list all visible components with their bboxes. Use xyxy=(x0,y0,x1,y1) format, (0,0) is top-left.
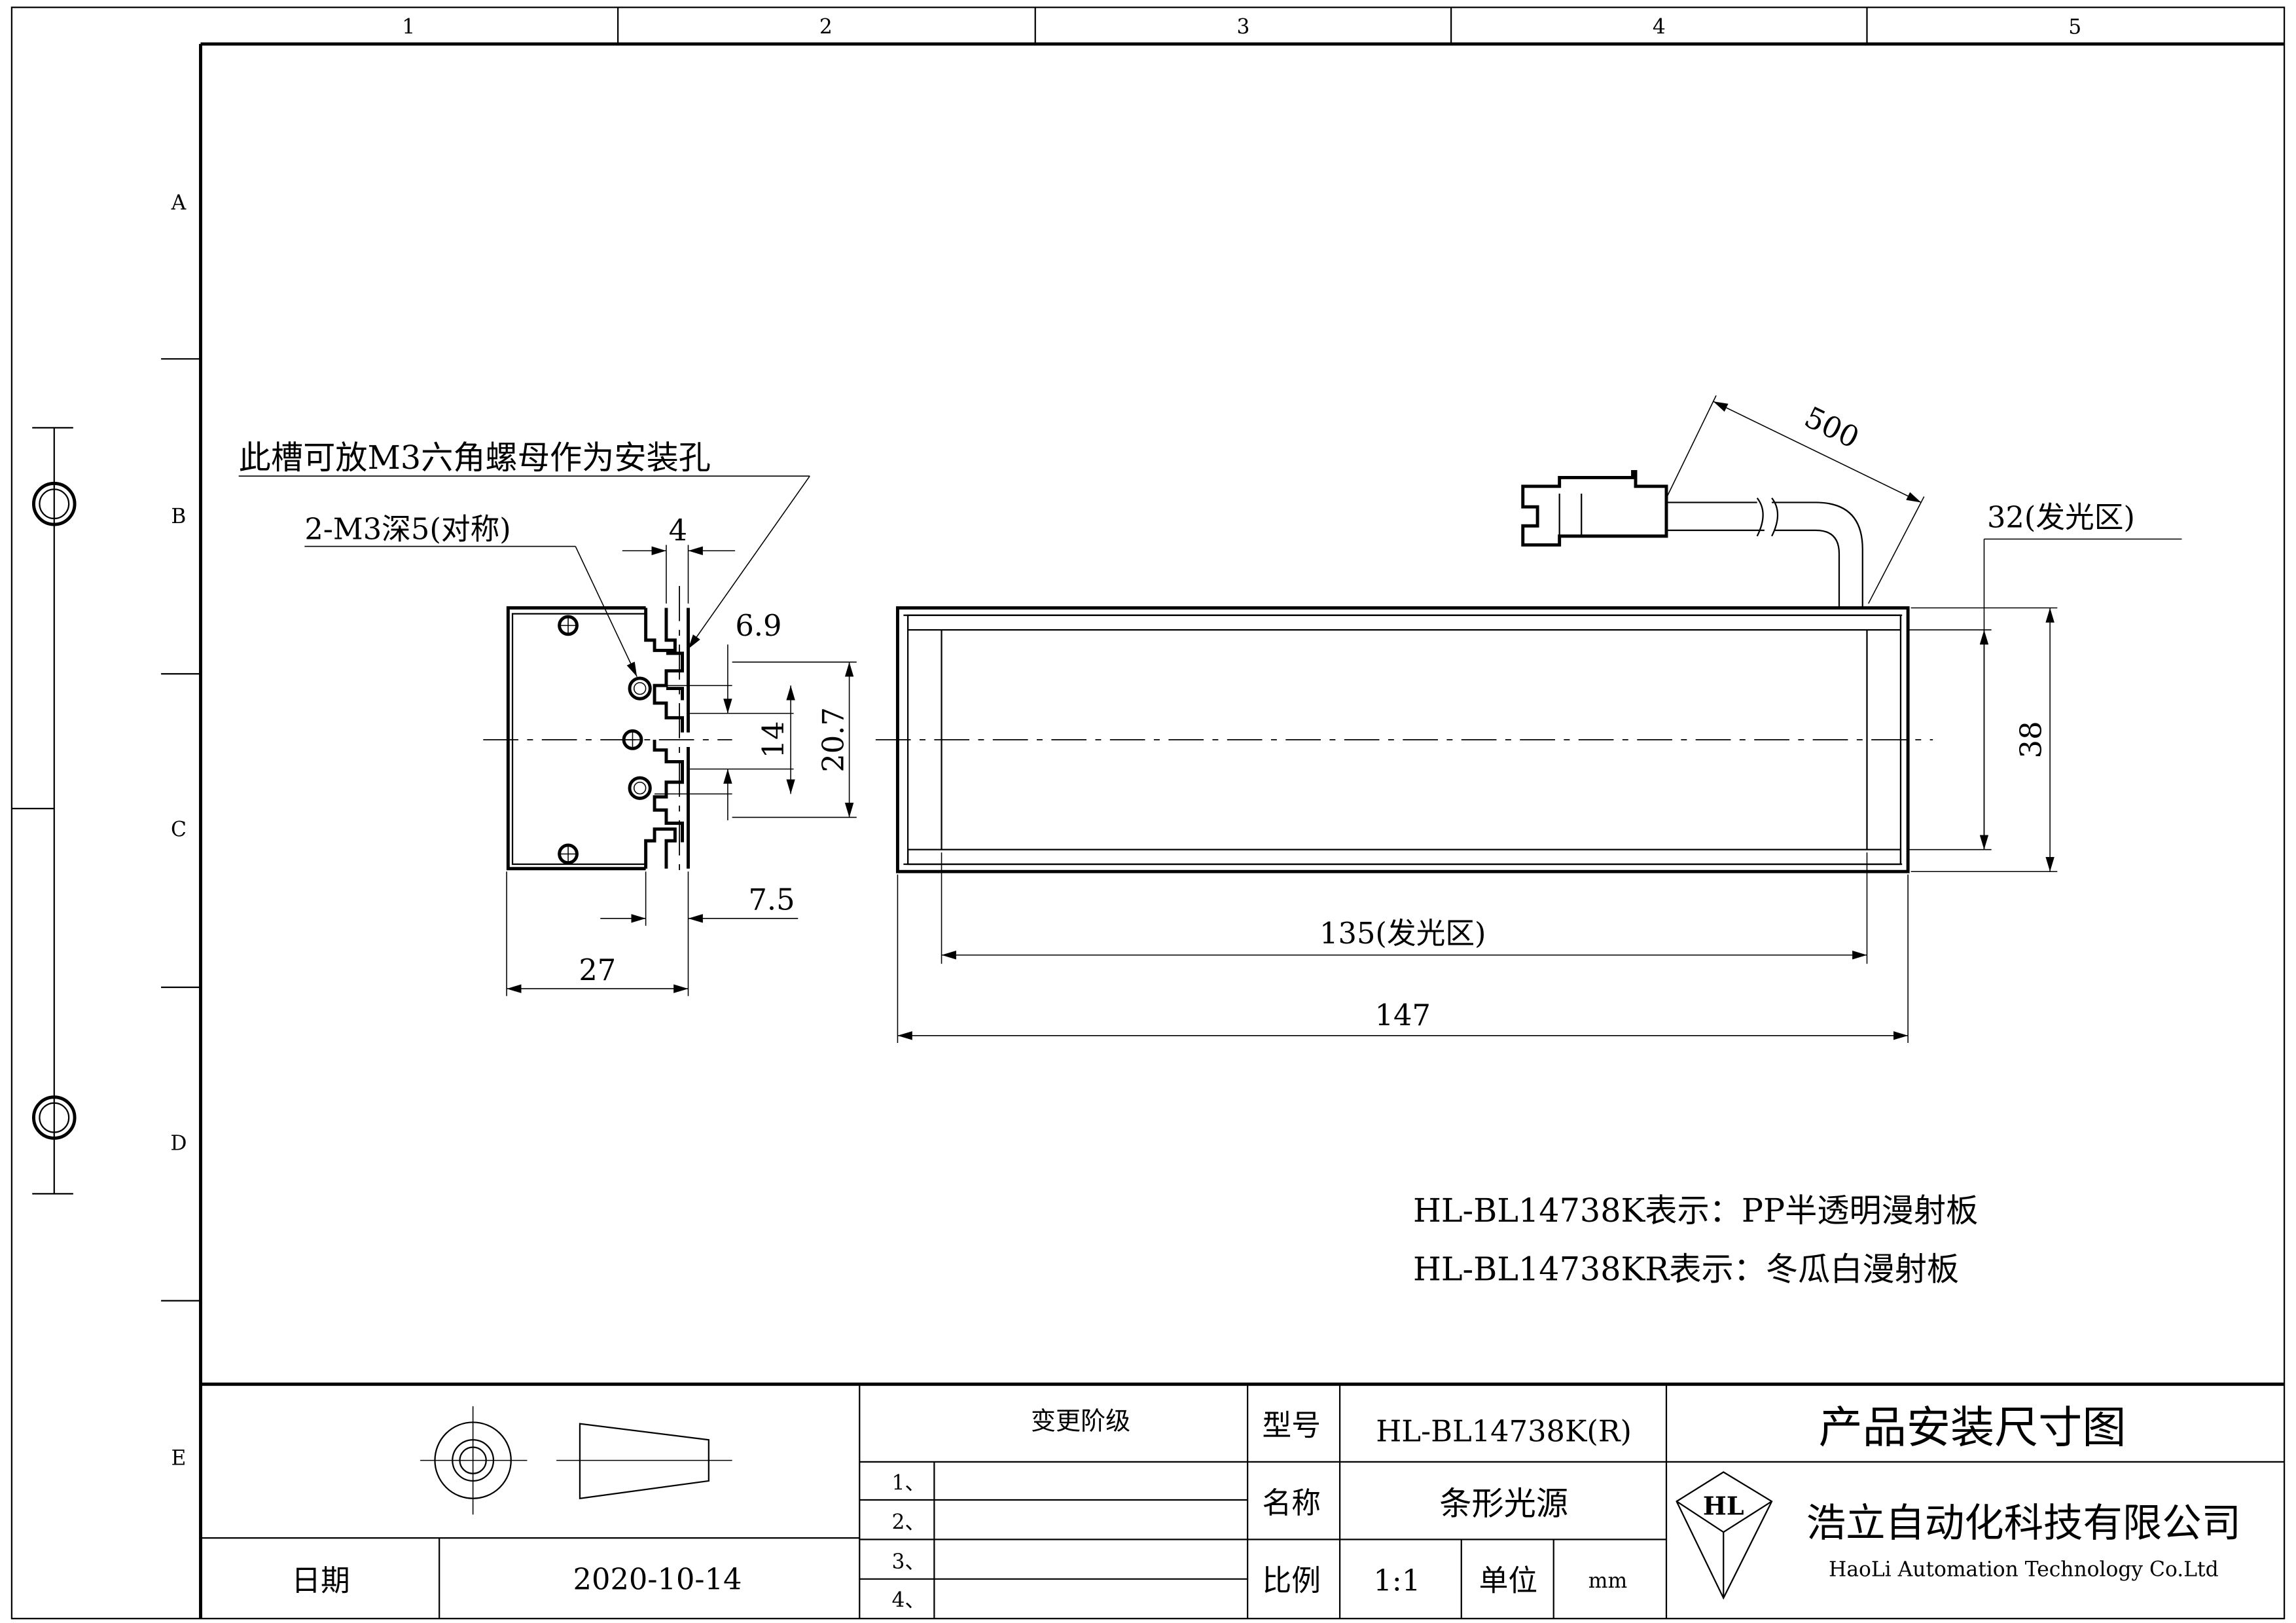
drawing-title: 产品安装尺寸图 xyxy=(1819,1402,2126,1453)
note-line: HL-BL14738K表示：PP半透明漫射板 xyxy=(1413,1192,1978,1230)
binding-hole-icon xyxy=(31,1095,77,1140)
dimension-label: 7.5 xyxy=(748,882,795,917)
end-view-dimensions: 此槽可放M3六角螺母作为安装孔 2-M3深5(对称) 4 6.9 14 20.7… xyxy=(238,439,857,996)
note-line: HL-BL14738KR表示：冬瓜白漫射板 xyxy=(1413,1250,1959,1288)
title-block: 变更阶级 1、 2、 3、 4、 日期 2020-10-14 型号 HL-BL1… xyxy=(200,1382,2285,1619)
name-label: 名称 xyxy=(1263,1486,1321,1520)
logo-text: HL xyxy=(1703,1491,1744,1520)
row-label: A xyxy=(171,191,187,215)
screw-icon xyxy=(558,843,579,865)
dimension-label: 14 xyxy=(756,721,791,758)
model-label: 型号 xyxy=(1263,1408,1321,1443)
hole-note: 2-M3深5(对称) xyxy=(304,511,511,546)
front-view xyxy=(875,469,1933,873)
slot-note: 此槽可放M3六角螺母作为安装孔 xyxy=(239,439,711,477)
row-label: B xyxy=(171,505,186,528)
threaded-hole-icon xyxy=(628,776,652,800)
dimension-label: 38 xyxy=(2014,721,2049,758)
dimension-label: 27 xyxy=(579,953,616,987)
scale-label: 比例 xyxy=(1263,1563,1321,1598)
change-level-label: 变更阶级 xyxy=(1031,1407,1130,1436)
unit-value: mm xyxy=(1588,1569,1627,1593)
dimension-label: 20.7 xyxy=(816,707,851,773)
column-label: 2 xyxy=(819,16,833,39)
column-label: 1 xyxy=(402,16,415,39)
change-row-label: 3、 xyxy=(891,1550,925,1574)
dimension-label: 147 xyxy=(1375,998,1431,1032)
change-row-label: 2、 xyxy=(891,1511,925,1535)
sheet-frame xyxy=(10,7,2286,1620)
date-label: 日期 xyxy=(291,1563,350,1598)
dimension-label: 32(发光区) xyxy=(1987,500,2135,534)
company-name-en: HaoLi Automation Technology Co.Ltd xyxy=(1829,1558,2219,1581)
row-label: D xyxy=(170,1131,187,1155)
scale-value: 1:1 xyxy=(1373,1563,1420,1598)
binding-hole-icon xyxy=(31,481,77,526)
dimension-label: 4 xyxy=(669,513,687,548)
company-name-cn: 浩立自动化科技有限公司 xyxy=(1806,1501,2241,1546)
projection-symbol-icon xyxy=(420,1406,732,1515)
dimension-label: 500 xyxy=(1799,399,1865,455)
unit-label: 单位 xyxy=(1479,1563,1537,1598)
screw-icon xyxy=(558,615,579,636)
model-value: HL-BL14738K(R) xyxy=(1376,1414,1632,1449)
screw-icon xyxy=(622,729,643,750)
end-view xyxy=(483,585,732,879)
change-row-label: 4、 xyxy=(891,1588,925,1612)
notes: HL-BL14738K表示：PP半透明漫射板 HL-BL14738KR表示：冬瓜… xyxy=(1413,1192,1978,1288)
cable-icon xyxy=(1666,498,1863,608)
dimension-label: 6.9 xyxy=(735,608,781,643)
name-value: 条形光源 xyxy=(1439,1484,1568,1522)
company-logo-icon: HL xyxy=(1676,1471,1773,1600)
row-labels: A B C D E xyxy=(170,191,187,1470)
change-row-label: 1、 xyxy=(891,1471,925,1495)
row-label: E xyxy=(171,1446,187,1470)
column-labels: 1 2 3 4 5 xyxy=(402,16,2081,39)
threaded-hole-icon xyxy=(628,676,652,701)
column-label: 5 xyxy=(2068,16,2081,39)
binding-marks xyxy=(31,427,77,1195)
row-label: C xyxy=(171,818,187,842)
dimension-label: 135(发光区) xyxy=(1319,916,1486,951)
date-value: 2020-10-14 xyxy=(573,1561,742,1596)
connector-icon xyxy=(1521,469,1668,547)
column-label: 4 xyxy=(1653,16,1666,39)
front-view-dimensions: 500 32(发光区) 38 135(发光区) 147 xyxy=(897,395,2182,1043)
column-label: 3 xyxy=(1236,16,1249,39)
